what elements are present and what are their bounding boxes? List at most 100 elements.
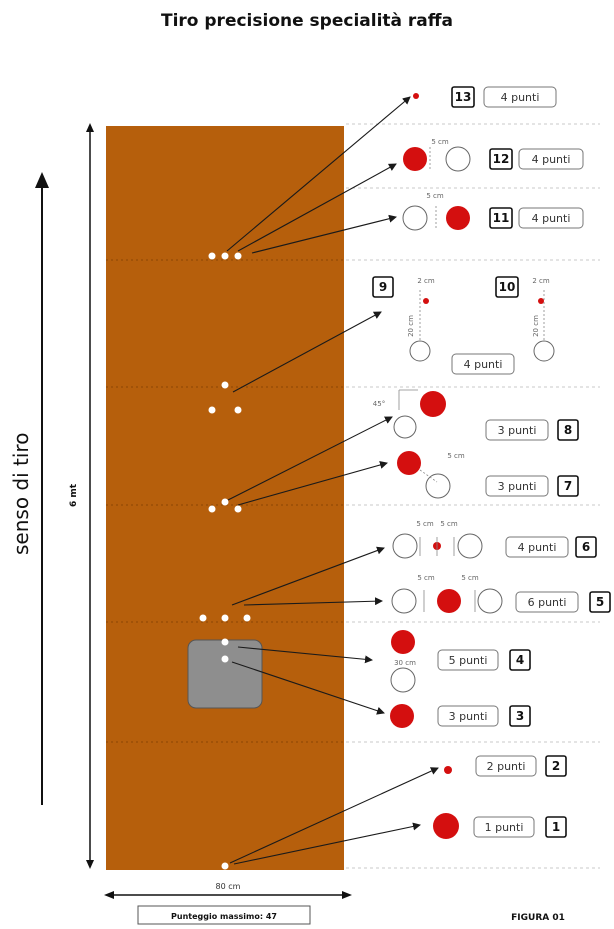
- points-badge: [451, 353, 515, 375]
- ball-marker: [234, 252, 242, 260]
- points-badge: [518, 207, 584, 229]
- target-number: 4: [516, 653, 524, 667]
- points-label: 5 punti: [449, 654, 488, 667]
- red-target-circle: [391, 630, 415, 654]
- ball-marker: [221, 498, 229, 506]
- ball-marker: [221, 638, 229, 646]
- white-ball-circle: [392, 533, 418, 559]
- points-badge: [485, 419, 549, 441]
- throw-arrow: [229, 767, 439, 864]
- direction-arrow: [35, 172, 49, 805]
- white-ball-circle: [477, 588, 503, 614]
- throw-arrow: [227, 416, 393, 501]
- target-number-badge: [489, 207, 513, 229]
- ball-marker: [234, 406, 242, 414]
- distance-label: 5 cm: [417, 574, 435, 582]
- throw-arrows: [226, 96, 439, 865]
- distance-label: 5 cm: [461, 574, 479, 582]
- throw-arrow: [232, 311, 382, 393]
- target-number: 7: [564, 479, 572, 493]
- shooting-direction-label: senso di tiro: [9, 433, 33, 555]
- throw-arrow: [237, 646, 373, 664]
- points-label: 4 punti: [464, 358, 503, 371]
- target-number-badge: [489, 148, 513, 170]
- red-target-circle: [420, 391, 446, 417]
- throw-arrow: [237, 461, 388, 506]
- target-number: 12: [493, 152, 510, 166]
- white-ball-circle: [445, 146, 471, 172]
- points-label: 6 punti: [528, 596, 567, 609]
- distance-label: 5 cm: [447, 452, 465, 460]
- distance-label: 30 cm: [394, 659, 416, 667]
- grey-square-zone: [187, 639, 263, 709]
- target-number: 8: [564, 423, 572, 437]
- diagram-title: Tiro precisione specialità raffa: [161, 11, 453, 31]
- distance-label: 5 cm: [426, 192, 444, 200]
- white-ball-circle: [390, 667, 416, 693]
- white-ball-circle: [425, 473, 451, 499]
- target-number-badge: [545, 755, 567, 777]
- red-target-circle: [397, 451, 421, 475]
- target-number: 11: [493, 211, 510, 225]
- distance-label: 2 cm: [417, 277, 435, 285]
- target-number: 10: [499, 280, 516, 294]
- red-target-circle: [390, 704, 414, 728]
- white-ball-circle: [391, 588, 417, 614]
- points-badge: [483, 86, 557, 108]
- points-badge: [473, 816, 535, 838]
- target-number-badge: [575, 536, 597, 558]
- section-divider-lines: [346, 123, 600, 869]
- figure-label: FIGURA 01: [511, 913, 565, 923]
- length-label: 6 mt: [69, 483, 79, 507]
- target-number: 1: [552, 820, 560, 834]
- target-number-badge: [557, 419, 579, 441]
- width-dimension: [104, 891, 352, 899]
- points-label: 3 punti: [498, 424, 537, 437]
- ball-marker: [221, 252, 229, 260]
- throw-arrow: [237, 163, 397, 252]
- white-ball-circle: [533, 340, 555, 362]
- angle-label: 45°: [373, 400, 385, 408]
- points-label: 3 punti: [498, 480, 537, 493]
- target-number: 9: [379, 280, 387, 294]
- playing-field: [106, 126, 344, 870]
- ball-positions: [199, 252, 251, 870]
- ball-marker: [243, 614, 251, 622]
- target-number-badge: [495, 276, 519, 298]
- white-ball-circle: [393, 415, 417, 439]
- points-badge: [485, 475, 549, 497]
- target-number-badge: [451, 86, 475, 108]
- white-ball-circle: [409, 340, 431, 362]
- target-number-badge: [372, 276, 394, 298]
- distance-label: 20 cm: [407, 315, 415, 337]
- red-target-circle: [437, 589, 461, 613]
- ball-marker: [199, 614, 207, 622]
- white-ball-circle: [402, 205, 428, 231]
- red-target-circle: [538, 298, 544, 304]
- ball-marker: [208, 406, 216, 414]
- target-number-badge: [589, 591, 611, 613]
- throw-arrow: [243, 597, 383, 606]
- ball-marker: [221, 862, 229, 870]
- target-number: 5: [596, 595, 604, 609]
- points-badge: [505, 536, 569, 558]
- points-badge: [515, 591, 579, 613]
- measure-line: [419, 469, 438, 483]
- white-ball-circle: [457, 533, 483, 559]
- target-number-badge: [545, 816, 567, 838]
- points-label: 4 punti: [532, 153, 571, 166]
- target-number: 6: [582, 540, 590, 554]
- distance-label: 2 cm: [532, 277, 550, 285]
- throw-arrow: [226, 96, 411, 252]
- red-target-circle: [446, 206, 470, 230]
- throw-arrow: [231, 661, 385, 715]
- throw-arrow: [233, 822, 421, 865]
- max-score-box: [137, 905, 311, 925]
- distance-label: 5 cm: [440, 520, 458, 528]
- distance-label: 5 cm: [416, 520, 434, 528]
- points-badge: [518, 148, 584, 170]
- points-label: 2 punti: [487, 760, 526, 773]
- ball-marker: [221, 655, 229, 663]
